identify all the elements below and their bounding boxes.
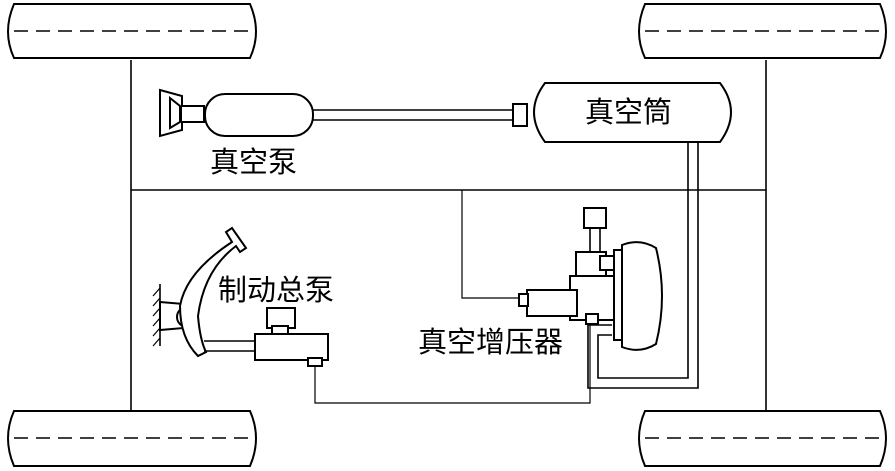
vacuum-booster [518,207,663,351]
pedal-push-rod [204,340,258,352]
wheel-front-left [7,3,257,59]
vacuum-pump-label: 真空泵 [210,145,297,179]
wheel-front-right [638,3,887,59]
brake-pedal [152,226,248,358]
vacuum-tank [533,82,732,143]
wheel-rear-left [7,410,257,467]
wheel-rear-right [638,410,887,467]
hydraulic-line [314,324,591,404]
vacuum-tank-label: 真空筒 [585,95,672,129]
control-line [461,190,521,299]
vacuum-pipe-pump-to-tank [313,103,528,127]
master-cylinder [254,307,329,367]
master-cylinder-label: 制动总泵 [218,273,334,307]
vacuum-booster-label: 真空增压器 [418,325,563,359]
chassis-frame [130,60,767,412]
vacuum-pump [159,88,314,138]
